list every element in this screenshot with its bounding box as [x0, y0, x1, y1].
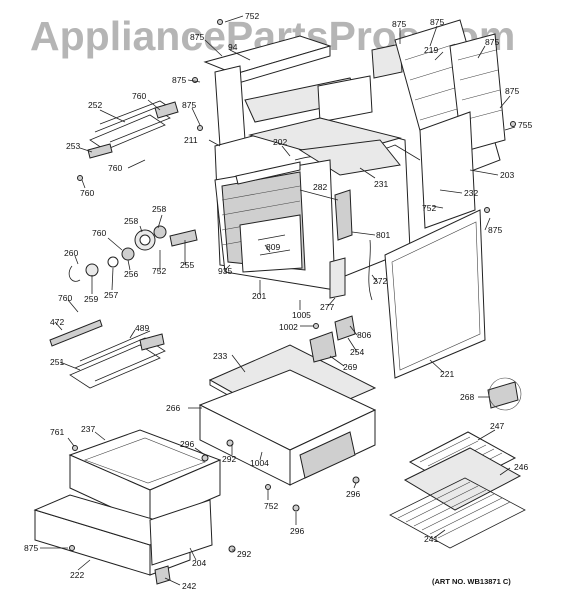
callout-257: 257 — [104, 290, 118, 300]
callout-472: 472 — [50, 317, 64, 327]
callout-1005: 1005 — [292, 310, 311, 320]
rod-472 — [49, 319, 103, 347]
callout-237: 237 — [81, 424, 95, 434]
bake-element-251 — [69, 330, 166, 389]
callout-272: 272 — [373, 276, 387, 286]
callout-875: 875 — [430, 17, 444, 27]
callout-755: 755 — [518, 120, 532, 130]
callout-258: 258 — [124, 216, 138, 226]
callout-296: 296 — [180, 439, 194, 449]
leader-lines — [40, 15, 516, 586]
callout-875: 875 — [24, 543, 38, 553]
callout-935: 935 — [218, 266, 232, 276]
bracket-253 — [87, 143, 113, 159]
callout-752: 752 — [152, 266, 166, 276]
callout-760: 760 — [58, 293, 72, 303]
callout-875: 875 — [190, 32, 204, 42]
callout-258: 258 — [152, 204, 166, 214]
callout-875: 875 — [392, 19, 406, 29]
wire-260 — [68, 263, 99, 282]
callout-204: 204 — [192, 558, 206, 568]
callout-251: 251 — [50, 357, 64, 367]
callout-253: 253 — [66, 141, 80, 151]
callout-222: 222 — [70, 570, 84, 580]
callout-875: 875 — [488, 225, 502, 235]
callout-277: 277 — [320, 302, 334, 312]
callout-269: 269 — [343, 362, 357, 372]
bracket-269 — [309, 331, 337, 363]
callout-241: 241 — [424, 534, 438, 544]
callout-806: 806 — [357, 330, 371, 340]
callout-752: 752 — [245, 11, 259, 21]
callout-1004: 1004 — [250, 458, 269, 468]
callout-219: 219 — [424, 45, 438, 55]
callout-296: 296 — [290, 526, 304, 536]
oven-top-assembly — [203, 19, 506, 301]
callout-256: 256 — [124, 269, 138, 279]
callout-752: 752 — [422, 203, 436, 213]
callout-268: 268 — [460, 392, 474, 402]
callout-296: 296 — [346, 489, 360, 499]
callout-247: 247 — [490, 421, 504, 431]
callout-760: 760 — [108, 163, 122, 173]
callout-232: 232 — [464, 188, 478, 198]
callout-246: 246 — [514, 462, 528, 472]
callout-255: 255 — [180, 260, 194, 270]
broil-element-252 — [89, 100, 179, 151]
drawer-liner-237 — [68, 429, 222, 526]
callout-94: 94 — [228, 42, 238, 52]
callout-252: 252 — [88, 100, 102, 110]
callout-282: 282 — [313, 182, 327, 192]
control-parts-258 — [107, 225, 198, 268]
callout-231: 231 — [374, 179, 388, 189]
callout-221: 221 — [440, 369, 454, 379]
callout-761: 761 — [50, 427, 64, 437]
art-number: (ART NO. WB13871 C) — [432, 577, 511, 586]
callout-1002: 1002 — [279, 322, 298, 332]
callout-labels: 752 875 94 875 875 219 875 875 875 755 2… — [24, 11, 532, 591]
drawer-frame-266 — [198, 369, 377, 486]
fasteners — [69, 19, 516, 553]
callout-233: 233 — [213, 351, 227, 361]
callout-760: 760 — [80, 188, 94, 198]
callout-259: 259 — [84, 294, 98, 304]
callout-203: 203 — [500, 170, 514, 180]
bracket-268 — [487, 377, 522, 411]
callout-202: 202 — [273, 137, 287, 147]
callout-266: 266 — [166, 403, 180, 413]
callout-809: 809 — [266, 242, 280, 252]
side-panel-221 — [384, 209, 486, 379]
callout-875: 875 — [172, 75, 186, 85]
drawer-front-222 — [33, 494, 213, 576]
callout-260: 260 — [64, 248, 78, 258]
callout-254: 254 — [350, 347, 364, 357]
callout-875: 875 — [485, 37, 499, 47]
callout-201: 201 — [252, 291, 266, 301]
callout-292: 292 — [237, 549, 251, 559]
callout-242: 242 — [182, 581, 196, 591]
callout-760: 760 — [92, 228, 106, 238]
callout-875: 875 — [505, 86, 519, 96]
callout-211: 211 — [184, 135, 198, 145]
callout-752: 752 — [264, 501, 278, 511]
callout-760: 760 — [132, 91, 146, 101]
oven-rack-241 — [389, 477, 526, 549]
callout-489: 489 — [135, 323, 149, 333]
switch-254 — [334, 315, 356, 341]
callout-292: 292 — [222, 454, 236, 464]
callout-801: 801 — [376, 230, 390, 240]
callout-875: 875 — [182, 100, 196, 110]
